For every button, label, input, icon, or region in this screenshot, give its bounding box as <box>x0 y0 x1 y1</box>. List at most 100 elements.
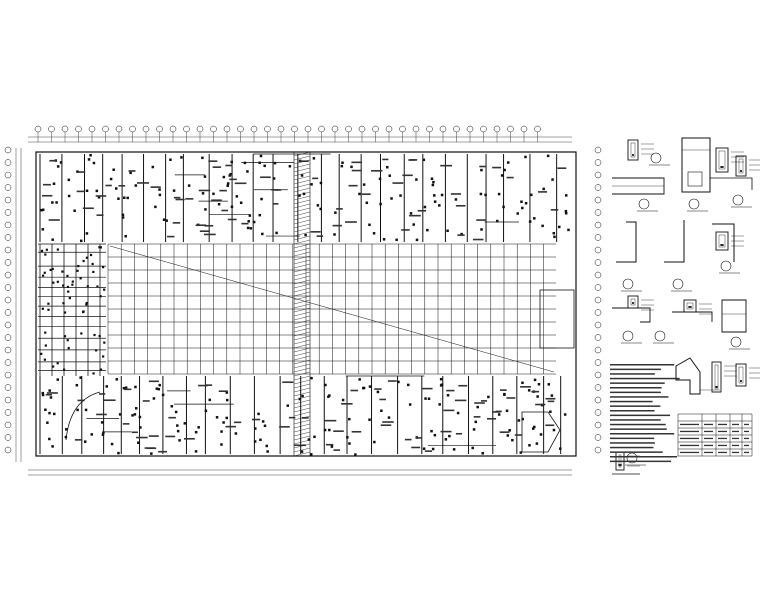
axis-bubble <box>4 271 12 279</box>
beam-tag <box>550 209 559 211</box>
beam-tag <box>350 389 359 392</box>
beam-tag <box>345 221 357 223</box>
column <box>194 450 198 453</box>
column <box>117 451 120 455</box>
beam-tag <box>411 446 421 449</box>
axis-bubble <box>594 321 602 329</box>
detail-rebar <box>686 302 694 310</box>
table-cell-text <box>680 451 699 454</box>
axis-bubble <box>594 334 602 341</box>
hatch-line <box>293 203 311 209</box>
detail-marker <box>688 198 700 210</box>
beam-tag <box>136 182 149 184</box>
column <box>44 253 47 256</box>
beam-tag <box>208 160 218 162</box>
column <box>516 212 519 215</box>
beam-tag <box>454 399 467 402</box>
column <box>53 412 56 416</box>
beam-tag <box>251 418 261 421</box>
column <box>138 415 142 419</box>
beam-tag <box>49 159 57 162</box>
column <box>412 223 415 226</box>
beam-tag <box>42 183 51 186</box>
axis-bubble <box>399 125 406 133</box>
beam-tag <box>336 208 343 210</box>
rebar-dot <box>632 154 634 156</box>
column <box>553 235 556 239</box>
detail-marker <box>650 152 662 164</box>
beam-tag <box>48 219 60 221</box>
rebar-dot <box>740 170 742 172</box>
beam-tag <box>74 439 83 441</box>
column <box>92 270 95 274</box>
column <box>95 189 99 193</box>
column <box>85 301 88 305</box>
beam-tag <box>183 437 195 440</box>
column <box>519 451 523 454</box>
column <box>546 154 550 158</box>
column <box>552 428 556 432</box>
column <box>212 192 215 196</box>
axis-bubble <box>4 159 12 166</box>
column <box>433 433 437 437</box>
column <box>333 233 336 236</box>
hatch-line <box>293 431 311 437</box>
hatch-line <box>293 227 311 233</box>
beam-tag <box>443 409 455 412</box>
beam-tag <box>421 387 433 390</box>
hatch-line <box>293 287 311 293</box>
column <box>502 205 505 209</box>
column <box>40 352 43 355</box>
column <box>66 339 69 342</box>
beam-tag <box>446 389 455 392</box>
column <box>497 413 501 416</box>
column <box>48 411 51 415</box>
beam-tag <box>167 235 175 238</box>
column <box>517 419 521 422</box>
column <box>110 442 114 446</box>
beam-tag <box>531 390 540 393</box>
hatch-line <box>293 239 311 245</box>
beam-tag <box>185 198 194 200</box>
column <box>558 225 561 229</box>
column <box>487 395 490 399</box>
table-cell-text <box>704 451 713 454</box>
column <box>121 213 125 217</box>
beam-tag <box>404 438 412 441</box>
hatch-line <box>293 407 311 413</box>
beam-tag <box>241 222 249 225</box>
beam-tag <box>225 425 236 428</box>
column <box>559 447 562 450</box>
column <box>51 201 54 204</box>
beam-tag <box>42 194 53 197</box>
column <box>201 192 205 195</box>
detail-marker <box>720 260 732 272</box>
column <box>533 217 536 220</box>
column <box>56 378 60 381</box>
detail-section <box>721 299 747 333</box>
hatch-line <box>293 259 311 265</box>
column <box>379 202 382 206</box>
column <box>530 193 533 197</box>
hatch-line <box>293 211 311 217</box>
table-cell-text <box>680 444 699 447</box>
beam-tag <box>351 161 363 164</box>
rebar-dot <box>690 306 692 308</box>
table-cell-text <box>718 444 727 447</box>
column <box>56 362 59 365</box>
column <box>165 219 168 222</box>
axis-bubble <box>594 284 602 291</box>
column <box>521 206 524 210</box>
hatch-line <box>293 159 311 165</box>
hatch-line <box>293 199 311 205</box>
hatch-line <box>293 163 311 169</box>
column <box>126 196 129 200</box>
hatch-line <box>293 215 311 221</box>
hatch-line <box>293 263 311 269</box>
column <box>448 434 451 438</box>
column <box>385 165 389 169</box>
column <box>79 277 82 280</box>
column <box>66 274 69 278</box>
beam-tag <box>310 231 321 233</box>
detail-section <box>715 231 729 251</box>
